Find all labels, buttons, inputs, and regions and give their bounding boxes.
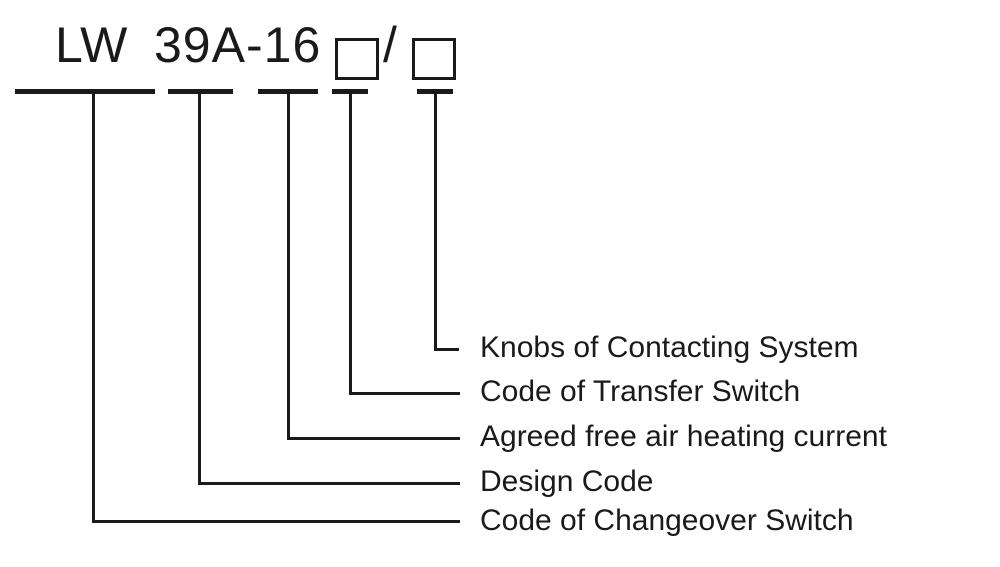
- label-knobs-of-contacting-system: Knobs of Contacting System: [480, 331, 859, 364]
- label-design-code: Design Code: [480, 465, 654, 498]
- underline-segment-current: [258, 89, 318, 94]
- model-code-slash: /: [383, 17, 398, 73]
- leader-line-changeover-switch: [92, 93, 460, 523]
- model-code-series: LW: [55, 17, 129, 73]
- label-code-of-changeover-switch: Code of Changeover Switch: [480, 504, 854, 537]
- placeholder-box-transfer-code: [335, 38, 379, 80]
- leader-line-knobs-system: [434, 93, 459, 351]
- underline-segment-transfer-box: [332, 89, 368, 94]
- model-code-current: -16: [246, 17, 322, 73]
- label-code-of-transfer-switch: Code of Transfer Switch: [480, 375, 801, 408]
- underline-segment-knobs-box: [417, 89, 453, 94]
- placeholder-box-knobs-code: [412, 38, 456, 80]
- label-agreed-free-air-heating-current: Agreed free air heating current: [480, 420, 887, 453]
- underline-segment-series: [15, 89, 155, 94]
- leader-line-transfer-switch: [349, 93, 460, 395]
- model-code-design: 39A: [154, 17, 246, 73]
- leader-line-heating-current: [287, 93, 460, 440]
- leader-line-design-code: [198, 93, 460, 485]
- underline-segment-design: [168, 89, 233, 94]
